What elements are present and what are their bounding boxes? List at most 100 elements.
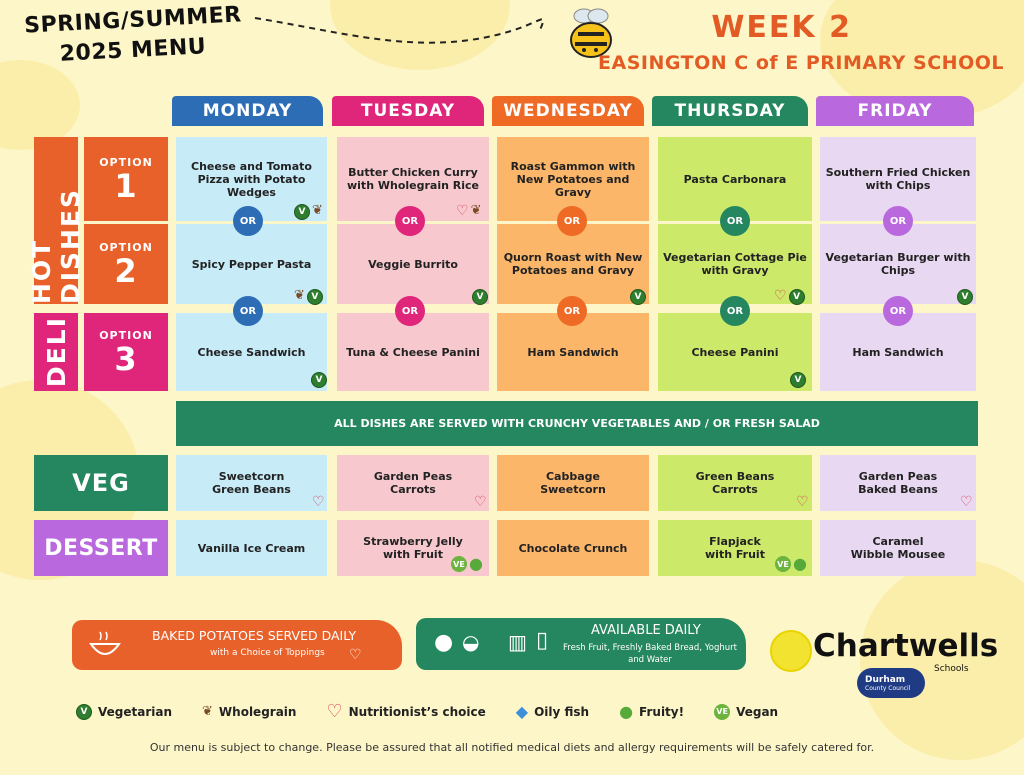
disclaimer: Our menu is subject to change. Please be… — [149, 741, 875, 754]
salad-bowl-icon: ◒ — [462, 630, 480, 654]
baked-potatoes-subtitle: with a Choice of Toppings — [210, 648, 325, 658]
vegan-icon: VE — [451, 556, 467, 572]
wednesday-option-3: Ham Sandwich — [497, 313, 649, 391]
fruity-icon: ● — [469, 554, 483, 573]
day-header-wednesday: WEDNESDAY — [492, 96, 644, 126]
or-badge: OR — [395, 206, 425, 236]
hot-dishes-text: HOT DISHES — [27, 187, 85, 304]
option-2-word: OPTION — [99, 240, 153, 254]
thursday-option-3: Cheese Panini — [658, 313, 812, 391]
option-3-label: OPTION 3 — [84, 313, 168, 391]
or-badge: OR — [720, 206, 750, 236]
tuesday-veg: Garden Peas Carrots — [337, 455, 489, 511]
monday-veg: Sweetcorn Green Beans — [176, 455, 327, 511]
day-header-tuesday: TUESDAY — [332, 96, 484, 126]
fruity-icon: ● — [619, 701, 634, 721]
vegetarian-icon: V — [76, 703, 92, 720]
thursday-dessert-icons: VE ● — [775, 556, 807, 572]
veg-label: VEG — [34, 455, 168, 511]
legend-nutritionist-label: Nutritionist’s choice — [348, 704, 486, 719]
thursday-option-3-icons: V — [790, 372, 806, 388]
legend-nutritionist: ♡ Nutritionist’s choice — [326, 702, 485, 721]
tuesday-dessert-icons: VE ● — [451, 556, 483, 572]
option-1-word: OPTION — [99, 155, 153, 169]
or-badge: OR — [233, 206, 263, 236]
nutritionist-choice-icon: ♡ — [312, 494, 325, 510]
monday-option-3: Cheese Sandwich — [176, 313, 327, 391]
vegetarian-icon: V — [788, 289, 805, 305]
fruity-icon: ● — [793, 554, 807, 573]
or-badge: OR — [233, 296, 263, 326]
friday-dessert: Caramel Wibble Mousee — [820, 520, 976, 576]
durham-council-logo: Durham County Council — [857, 668, 925, 698]
or-badge: OR — [883, 206, 913, 236]
dessert-label: DESSERT — [34, 520, 168, 576]
legend-fruity: ● Fruity! — [619, 702, 684, 721]
deli-label: DELI — [34, 313, 78, 391]
vegetarian-icon: V — [294, 204, 310, 220]
wednesday-option-1: Roast Gammon with New Potatoes and Gravy — [497, 137, 649, 221]
day-header-friday: FRIDAY — [816, 96, 974, 126]
wholegrain-icon: ❦ — [202, 703, 213, 719]
nutritionist-choice-icon: ♡ — [349, 647, 362, 663]
nutritionist-choice-icon: ♡ — [796, 494, 809, 510]
friday-option-3: Ham Sandwich — [820, 313, 976, 391]
vegetarian-icon: V — [472, 289, 488, 305]
option-3-word: OPTION — [99, 328, 153, 342]
monday-option-3-icons: V — [311, 372, 327, 388]
option-1-label: OPTION 1 — [84, 137, 168, 221]
legend-vegetarian-label: Vegetarian — [98, 704, 173, 719]
option-2-number: 2 — [114, 251, 138, 290]
or-badge: OR — [883, 296, 913, 326]
wednesday-option-2-icons: V — [630, 289, 646, 305]
wholegrain-icon: ❦ — [294, 288, 305, 303]
available-daily-title: AVAILABLE DAILY — [591, 623, 701, 638]
vegetarian-icon: V — [957, 289, 973, 305]
available-daily-banner: ● ◒ ▥ ▯ AVAILABLE DAILY Fresh Fruit, Fre… — [416, 618, 746, 670]
vegetarian-icon: V — [311, 372, 327, 388]
friday-option-2-icons: V — [957, 289, 973, 305]
menu-title: SPRING/SUMMER 2025 MENU — [8, 2, 258, 66]
tuesday-option-2-icons: V — [472, 289, 488, 305]
brand-subtitle: Schools — [934, 664, 969, 674]
legend-wholegrain-label: Wholegrain — [218, 704, 297, 719]
thursday-option-1: Pasta Carbonara — [658, 137, 812, 221]
council-name: Durham — [865, 674, 906, 685]
legend-oily-fish: ◆ Oily fish — [516, 702, 589, 721]
tuesday-option-3: Tuna & Cheese Panini — [337, 313, 489, 391]
vegetarian-icon: V — [630, 289, 646, 305]
legend: V Vegetarian ❦ Wholegrain ♡ Nutritionist… — [76, 702, 778, 721]
hot-dishes-label: HOT DISHES — [27, 137, 85, 304]
wholegrain-icon: ❦ — [470, 203, 482, 218]
option-2-label: OPTION 2 — [84, 224, 168, 304]
nutritionist-choice-icon: ♡ — [456, 203, 469, 219]
wednesday-veg: Cabbage Sweetcorn — [497, 455, 649, 511]
chartwells-logo-icon — [770, 630, 812, 672]
vegetarian-icon: V — [306, 289, 323, 305]
baked-potatoes-banner: BAKED POTATOES SERVED DAILY with a Choic… — [72, 620, 402, 670]
flight-path-decoration — [254, 17, 545, 44]
available-daily-subtitle: Fresh Fruit, Freshly Baked Bread, Yoghur… — [563, 643, 737, 665]
wholegrain-icon: ❦ — [312, 203, 323, 218]
option-1-number: 1 — [114, 166, 138, 205]
day-header-thursday: THURSDAY — [652, 96, 808, 126]
baked-potatoes-title: BAKED POTATOES SERVED DAILY — [152, 628, 357, 643]
nutritionist-choice-icon: ♡ — [774, 288, 787, 304]
vegetarian-icon: V — [790, 372, 806, 388]
deli-text: DELI — [41, 316, 71, 388]
friday-option-2: Vegetarian Burger with Chips — [820, 224, 976, 304]
legend-vegan-label: Vegan — [736, 704, 779, 719]
monday-option-1-icons: V ❦ — [294, 204, 323, 220]
brand-name: Chartwells — [813, 628, 999, 664]
option-3-number: 3 — [114, 339, 138, 378]
monday-option-2: Spicy Pepper Pasta — [176, 224, 327, 304]
thursday-option-2: Vegetarian Cottage Pie with Gravy — [658, 224, 812, 304]
or-badge: OR — [720, 296, 750, 326]
tuesday-option-1-icons: ♡ ❦ — [456, 203, 482, 219]
day-header-monday: MONDAY — [172, 96, 323, 126]
bee-icon — [562, 6, 618, 62]
nutritionist-choice-icon: ♡ — [474, 494, 487, 510]
vegan-icon: VE — [714, 703, 731, 720]
served-with-banner: ALL DISHES ARE SERVED WITH CRUNCHY VEGET… — [176, 401, 978, 446]
